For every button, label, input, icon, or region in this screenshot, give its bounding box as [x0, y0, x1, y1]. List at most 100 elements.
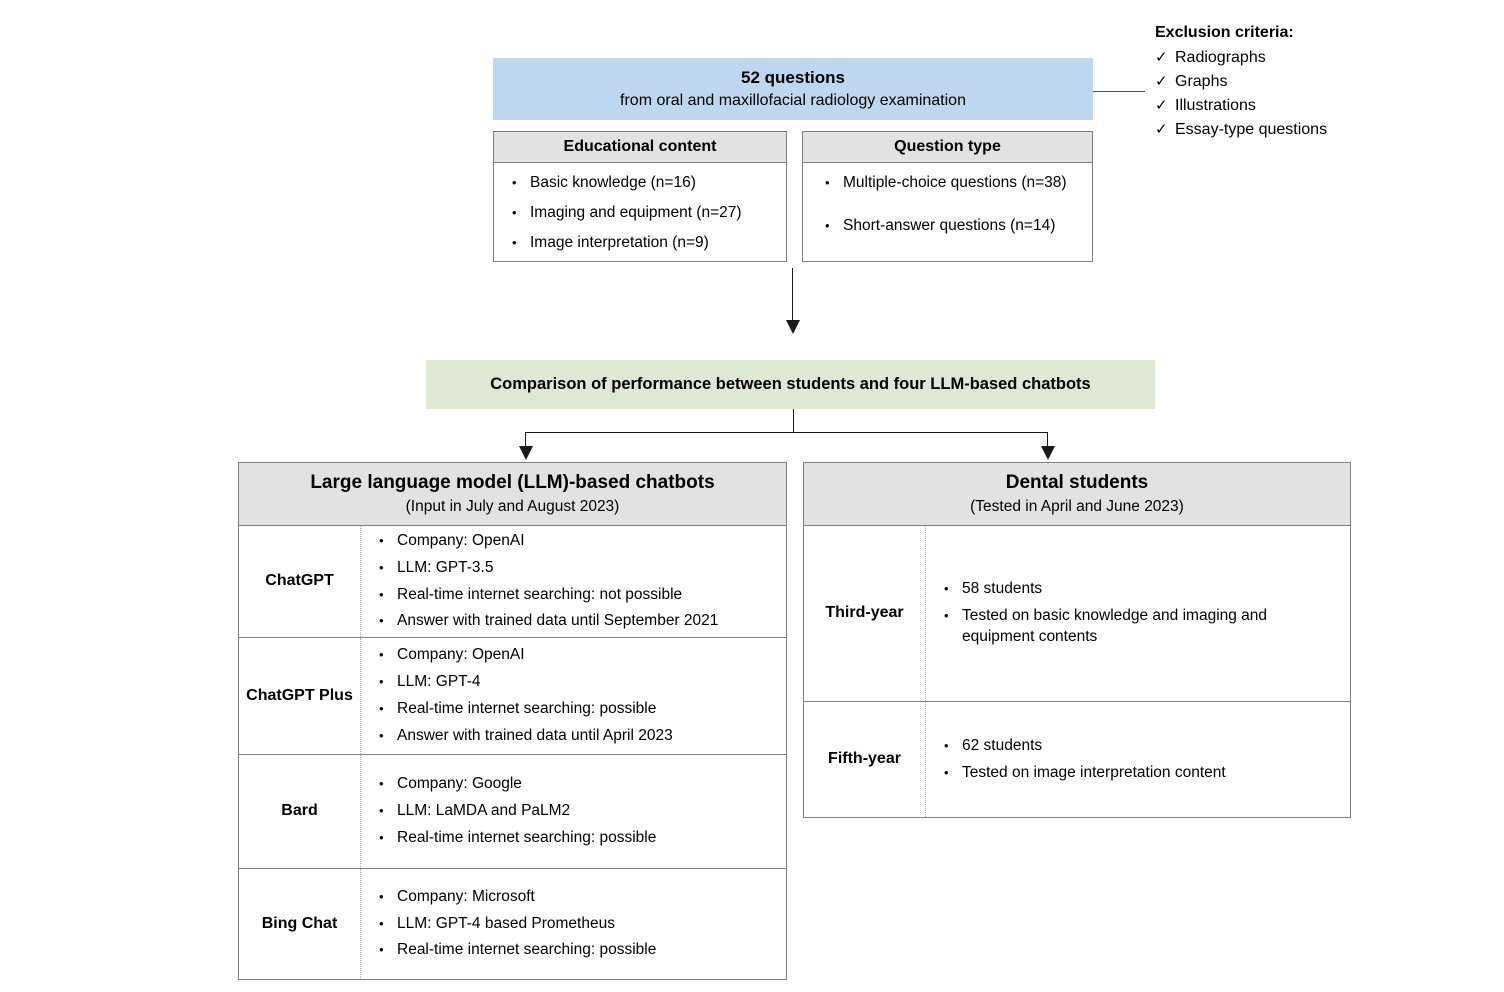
table-row: Bing Chat • Company: Microsoft • LLM: GP… [239, 869, 786, 979]
list-item-label: Short-answer questions (n=14) [843, 216, 1056, 234]
table-row: Bard • Company: Google • LLM: LaMDA and … [239, 755, 786, 869]
list-item-label: Real-time internet searching: possible [397, 700, 657, 717]
exclusion-item: ✓ Illustrations [1155, 96, 1485, 115]
list-item: • Answer with trained data until Septemb… [379, 611, 776, 632]
check-icon: ✓ [1155, 49, 1168, 66]
bullet-icon: • [379, 915, 384, 931]
llm-table-subtitle: (Input in July and August 2023) [405, 498, 620, 516]
list-item-label: Answer with trained data until September… [397, 612, 719, 630]
bullet-icon: • [379, 559, 384, 575]
list-item: • Basic knowledge (n=16) [494, 173, 786, 194]
arrow-head-right-icon [1041, 446, 1055, 460]
students-table-subtitle: (Tested in April and June 2023) [970, 498, 1184, 516]
row-label: ChatGPT Plus [239, 638, 361, 754]
exclusion-criteria-title: Exclusion criteria: [1155, 24, 1294, 41]
educational-content-header: Educational content [494, 132, 786, 163]
list-item: • Real-time internet searching: possible [379, 828, 776, 849]
arrow-head-left-icon [519, 446, 533, 460]
llm-chatbots-table: Large language model (LLM)-based chatbot… [238, 462, 787, 980]
table-row: ChatGPT Plus • Company: OpenAI • LLM: GP… [239, 638, 786, 755]
bullet-icon: • [512, 234, 517, 250]
comparison-box: Comparison of performance between studen… [426, 360, 1155, 409]
list-item: • Company: Microsoft [379, 887, 776, 908]
bullet-icon: • [379, 829, 384, 845]
source-box-title: 52 questions [741, 68, 845, 88]
connector-exclusion [1093, 91, 1145, 92]
list-item-label: Answer with trained data until April 202… [397, 726, 673, 744]
list-item: • Real-time internet searching: possible [379, 940, 776, 961]
list-item-label: LLM: GPT-3.5 [397, 558, 494, 576]
students-table-header: Dental students (Tested in April and Jun… [804, 463, 1350, 526]
bullet-icon: • [379, 532, 384, 548]
check-icon: ✓ [1155, 121, 1168, 138]
bullet-icon: • [379, 942, 384, 958]
row-content: • 62 students • Tested on image interpre… [926, 702, 1350, 817]
list-item-label: Company: OpenAI [397, 531, 525, 549]
list-item: • LLM: LaMDA and PaLM2 [379, 801, 776, 822]
bullet-icon: • [379, 776, 384, 792]
row-label: Bing Chat [239, 869, 361, 979]
list-item: • Short-answer questions (n=14) [803, 216, 1092, 237]
row-content: • 58 students • Tested on basic knowledg… [926, 526, 1350, 701]
bullet-icon: • [944, 737, 949, 753]
llm-table-header: Large language model (LLM)-based chatbot… [239, 463, 786, 526]
list-item: • LLM: GPT-4 based Prometheus [379, 914, 776, 935]
students-table-title: Dental students [1005, 472, 1149, 494]
arrow-down-line [792, 268, 793, 324]
bullet-icon: • [379, 586, 384, 602]
bullet-icon: • [379, 701, 384, 716]
exclusion-item-label: Illustrations [1175, 97, 1256, 114]
row-content: • Company: Google • LLM: LaMDA and PaLM2… [361, 755, 786, 868]
list-item: • Tested on image interpretation content [944, 763, 1340, 784]
list-item: • 62 students [944, 736, 1340, 757]
bullet-icon: • [379, 613, 384, 629]
list-item-label: Tested on image interpretation content [962, 763, 1226, 781]
bullet-icon: • [825, 175, 830, 190]
list-item-label: Tested on basic knowledge and imaging an… [962, 607, 1268, 645]
bullet-icon: • [944, 608, 949, 624]
table-row: ChatGPT • Company: OpenAI • LLM: GPT-3.5… [239, 526, 786, 638]
row-content: • Company: OpenAI • LLM: GPT-3.5 • Real-… [361, 526, 786, 637]
row-label: Bard [239, 755, 361, 868]
bullet-icon: • [825, 217, 830, 233]
row-content: • Company: Microsoft • LLM: GPT-4 based … [361, 869, 786, 979]
exclusion-criteria: Exclusion criteria: ✓ Radiographs ✓ Grap… [1155, 24, 1485, 144]
list-item: • Real-time internet searching: possible [379, 699, 776, 720]
question-type-list: • Multiple-choice questions (n=38) • Sho… [803, 163, 1092, 237]
split-connector-drop-right [1047, 432, 1048, 449]
list-item-label: Image interpretation (n=9) [530, 233, 709, 251]
educational-content-list: • Basic knowledge (n=16) • Imaging and e… [494, 163, 786, 254]
list-item: • Answer with trained data until April 2… [379, 726, 776, 747]
bullet-icon: • [379, 803, 384, 819]
exclusion-item-label: Essay-type questions [1175, 121, 1328, 138]
row-label: ChatGPT [239, 526, 361, 637]
list-item-label: Basic knowledge (n=16) [530, 174, 696, 191]
bullet-icon: • [379, 888, 384, 904]
split-connector-bar [525, 432, 1048, 433]
bullet-icon: • [379, 674, 384, 690]
question-type-box: Question type • Multiple-choice question… [802, 131, 1093, 262]
list-item: • Real-time internet searching: not poss… [379, 585, 776, 606]
list-item-label: 62 students [962, 736, 1043, 754]
list-item: • Multiple-choice questions (n=38) [803, 173, 1092, 194]
list-item-label: Imaging and equipment (n=27) [530, 203, 742, 221]
llm-table-title: Large language model (LLM)-based chatbot… [310, 472, 715, 494]
bullet-icon: • [944, 764, 949, 780]
row-label: Third-year [804, 526, 926, 701]
list-item-label: Real-time internet searching: possible [397, 828, 657, 846]
list-item-label: 58 students [962, 580, 1043, 598]
bullet-icon: • [379, 647, 384, 663]
list-item: • 58 students [944, 579, 1340, 600]
list-item-label: Company: Google [397, 775, 522, 793]
list-item-label: Multiple-choice questions (n=38) [843, 174, 1067, 191]
educational-content-box: Educational content • Basic knowledge (n… [493, 131, 787, 262]
list-item: • Company: Google [379, 774, 776, 795]
bullet-icon: • [512, 175, 517, 190]
exclusion-item: ✓ Essay-type questions [1155, 120, 1485, 139]
check-icon: ✓ [1155, 97, 1168, 114]
list-item: • Image interpretation (n=9) [494, 233, 786, 254]
list-item: • Company: OpenAI [379, 531, 776, 552]
list-item: • LLM: GPT-4 [379, 672, 776, 693]
check-icon: ✓ [1155, 73, 1168, 90]
